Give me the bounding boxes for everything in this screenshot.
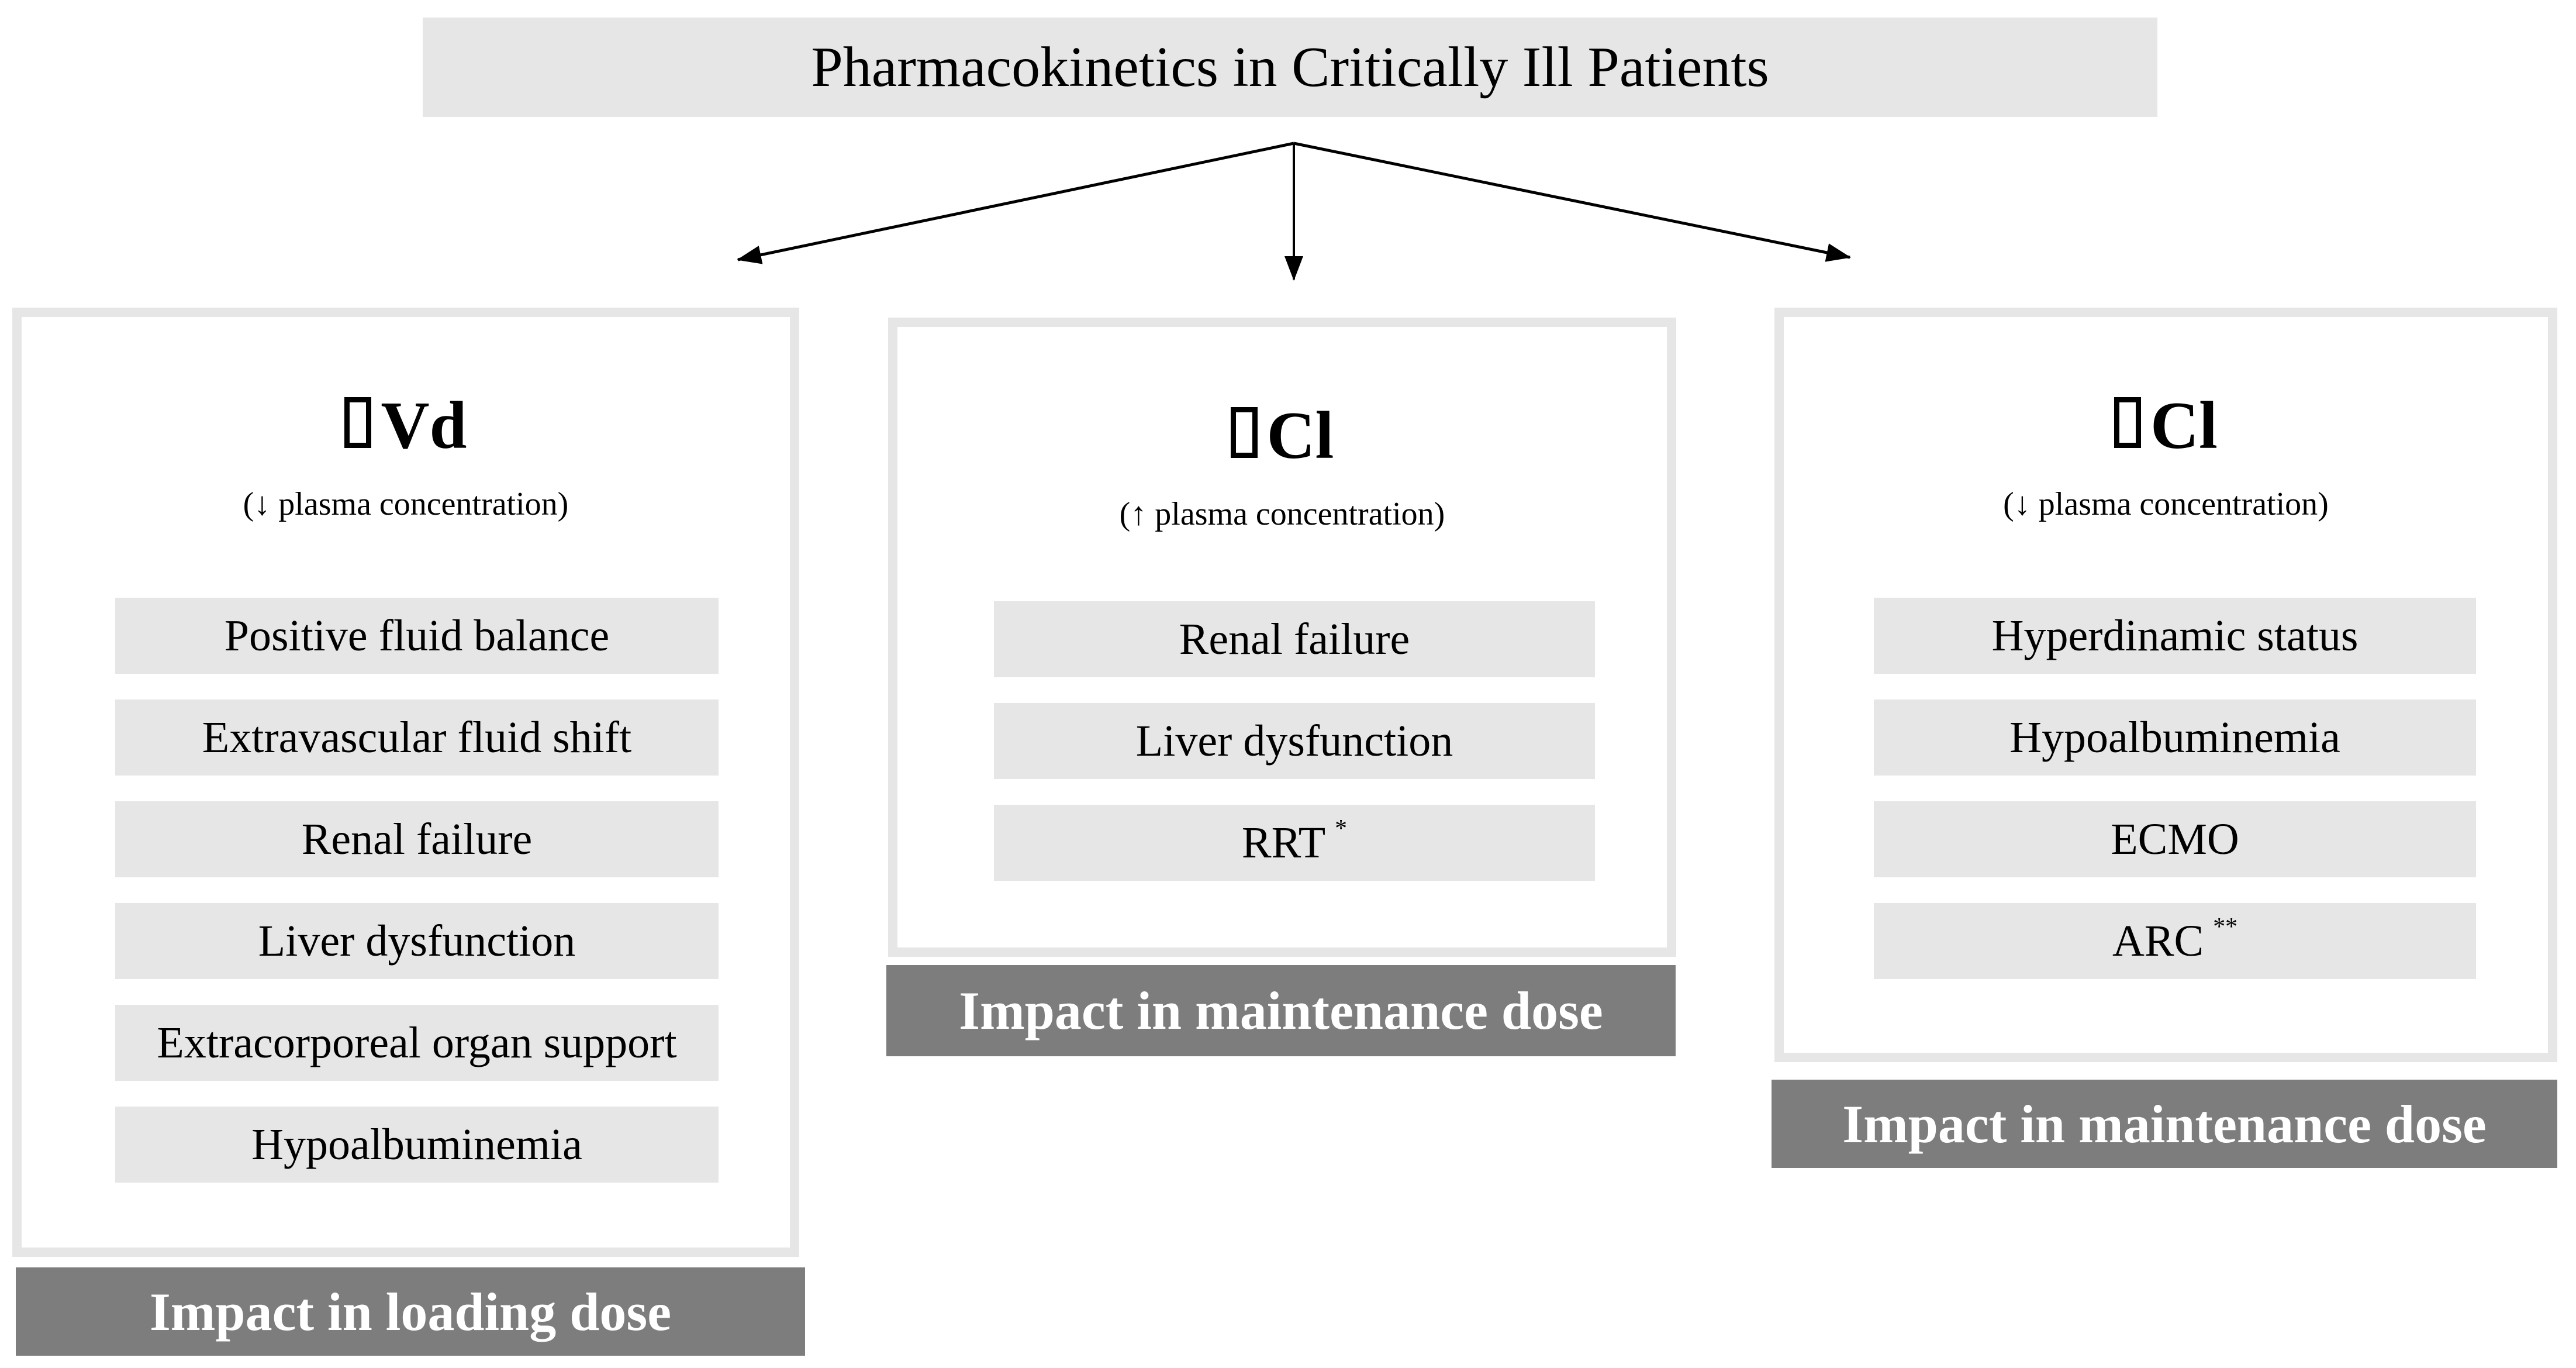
footnote-double-asterisk: ** <box>2213 914 2238 941</box>
list-item: RRT * <box>994 805 1595 881</box>
banner-label: Impact in loading dose <box>149 1281 672 1342</box>
list-item: Hypoalbuminemia <box>115 1107 719 1183</box>
list-item: Renal failure <box>115 801 719 877</box>
column-header-label: Cl <box>1266 398 1334 473</box>
list-item-label: ECMO <box>2111 815 2239 864</box>
list-item: Hyperdinamic status <box>1874 598 2476 674</box>
banner-label: Impact in maintenance dose <box>959 981 1603 1040</box>
column-header-label: Cl <box>2150 388 2218 463</box>
column-header-vd: Vd <box>12 392 799 459</box>
banner-maintenance-dose: Impact in maintenance dose <box>886 965 1676 1056</box>
column-subtitle: (↓ plasma concentration) <box>243 486 569 522</box>
banner-maintenance-dose: Impact in maintenance dose <box>1772 1080 2557 1168</box>
list-item: ECMO <box>1874 801 2476 877</box>
list-item-label: Hypoalbuminemia <box>251 1120 582 1169</box>
list-item: Extracorporeal organ support <box>115 1005 719 1081</box>
column-subtitle: (↓ plasma concentration) <box>2003 486 2329 522</box>
column-subtitle: (↑ plasma concentration) <box>1119 496 1445 532</box>
arrow-left <box>737 142 1294 264</box>
missing-glyph-box-icon <box>344 397 372 448</box>
list-item-label: Extracorporeal organ support <box>157 1018 677 1067</box>
column-header-label: Vd <box>381 388 467 463</box>
list-item: Hypoalbuminemia <box>1874 699 2476 776</box>
list-item: Renal failure <box>994 601 1595 677</box>
title-bar: Pharmacokinetics in Critically Ill Patie… <box>423 18 2157 117</box>
list-item: Positive fluid balance <box>115 598 719 674</box>
factor-list: Renal failure Liver dysfunction RRT * <box>994 601 1595 881</box>
factor-list: Hyperdinamic status Hypoalbuminemia ECMO… <box>1874 598 2476 979</box>
list-item-label: Renal failure <box>301 815 533 864</box>
list-item-label: Hypoalbuminemia <box>2009 713 2340 762</box>
list-item-label: Hyperdinamic status <box>1991 611 2359 660</box>
arrow-right <box>1293 142 1851 262</box>
list-item: Liver dysfunction <box>115 903 719 979</box>
list-item-label: Liver dysfunction <box>1135 716 1453 766</box>
page-title: Pharmacokinetics in Critically Ill Patie… <box>811 36 1769 99</box>
banner-label: Impact in maintenance dose <box>1842 1094 2487 1154</box>
list-item: ARC ** <box>1874 903 2476 979</box>
list-item-label: Extravascular fluid shift <box>202 713 632 762</box>
factor-list: Positive fluid balance Extravascular flu… <box>115 598 719 1183</box>
list-item: Liver dysfunction <box>994 703 1595 779</box>
column-header-cl-decreased: Cl <box>888 402 1676 469</box>
missing-glyph-box-icon <box>2114 397 2141 448</box>
banner-loading-dose: Impact in loading dose <box>16 1267 805 1356</box>
list-item-label: Renal failure <box>1179 615 1410 664</box>
list-item-label: ARC <box>2112 916 2204 966</box>
column-header-cl-increased: Cl <box>1774 392 2557 459</box>
missing-glyph-box-icon <box>1230 407 1258 458</box>
panel-volume-distribution <box>12 308 799 1257</box>
list-item-label: Positive fluid balance <box>224 611 610 660</box>
list-item-label: Liver dysfunction <box>258 916 576 966</box>
list-item-label: RRT <box>1241 818 1326 867</box>
footnote-asterisk: * <box>1335 815 1348 843</box>
list-item: Extravascular fluid shift <box>115 699 719 776</box>
